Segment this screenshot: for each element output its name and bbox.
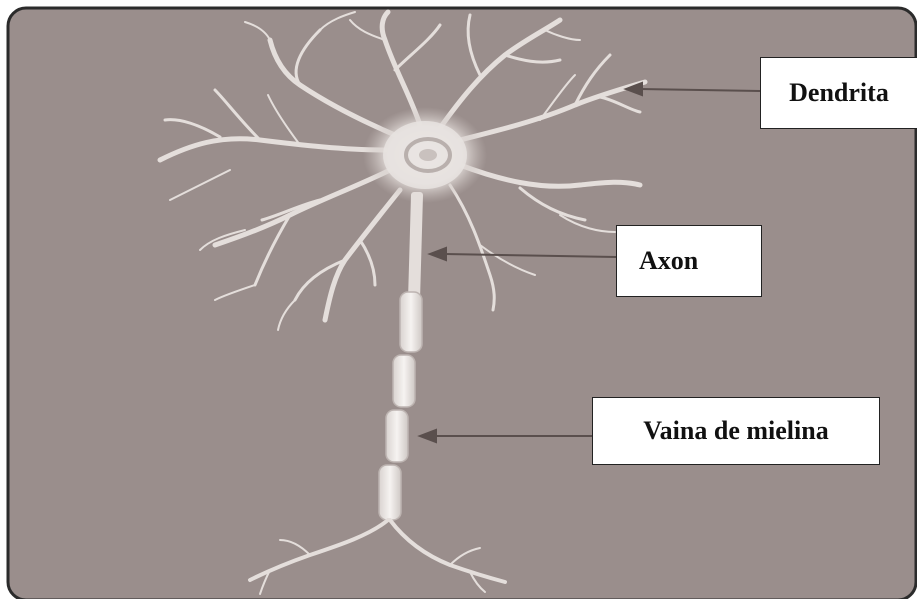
axon <box>411 195 420 300</box>
myelin-segment <box>379 465 401 520</box>
myelin-segment <box>386 410 408 462</box>
myelin-sheath-label-text: Vaina de mielina <box>643 416 828 446</box>
myelin-segment <box>393 355 415 407</box>
axon-label: Axon <box>616 225 762 297</box>
dendrita-label-text: Dendrita <box>789 78 889 108</box>
myelin-segment <box>400 292 422 352</box>
soma <box>363 107 487 203</box>
myelin-sheath-label: Vaina de mielina <box>592 397 880 465</box>
dendrita-label: Dendrita <box>760 57 917 129</box>
axon-label-text: Axon <box>639 246 698 276</box>
